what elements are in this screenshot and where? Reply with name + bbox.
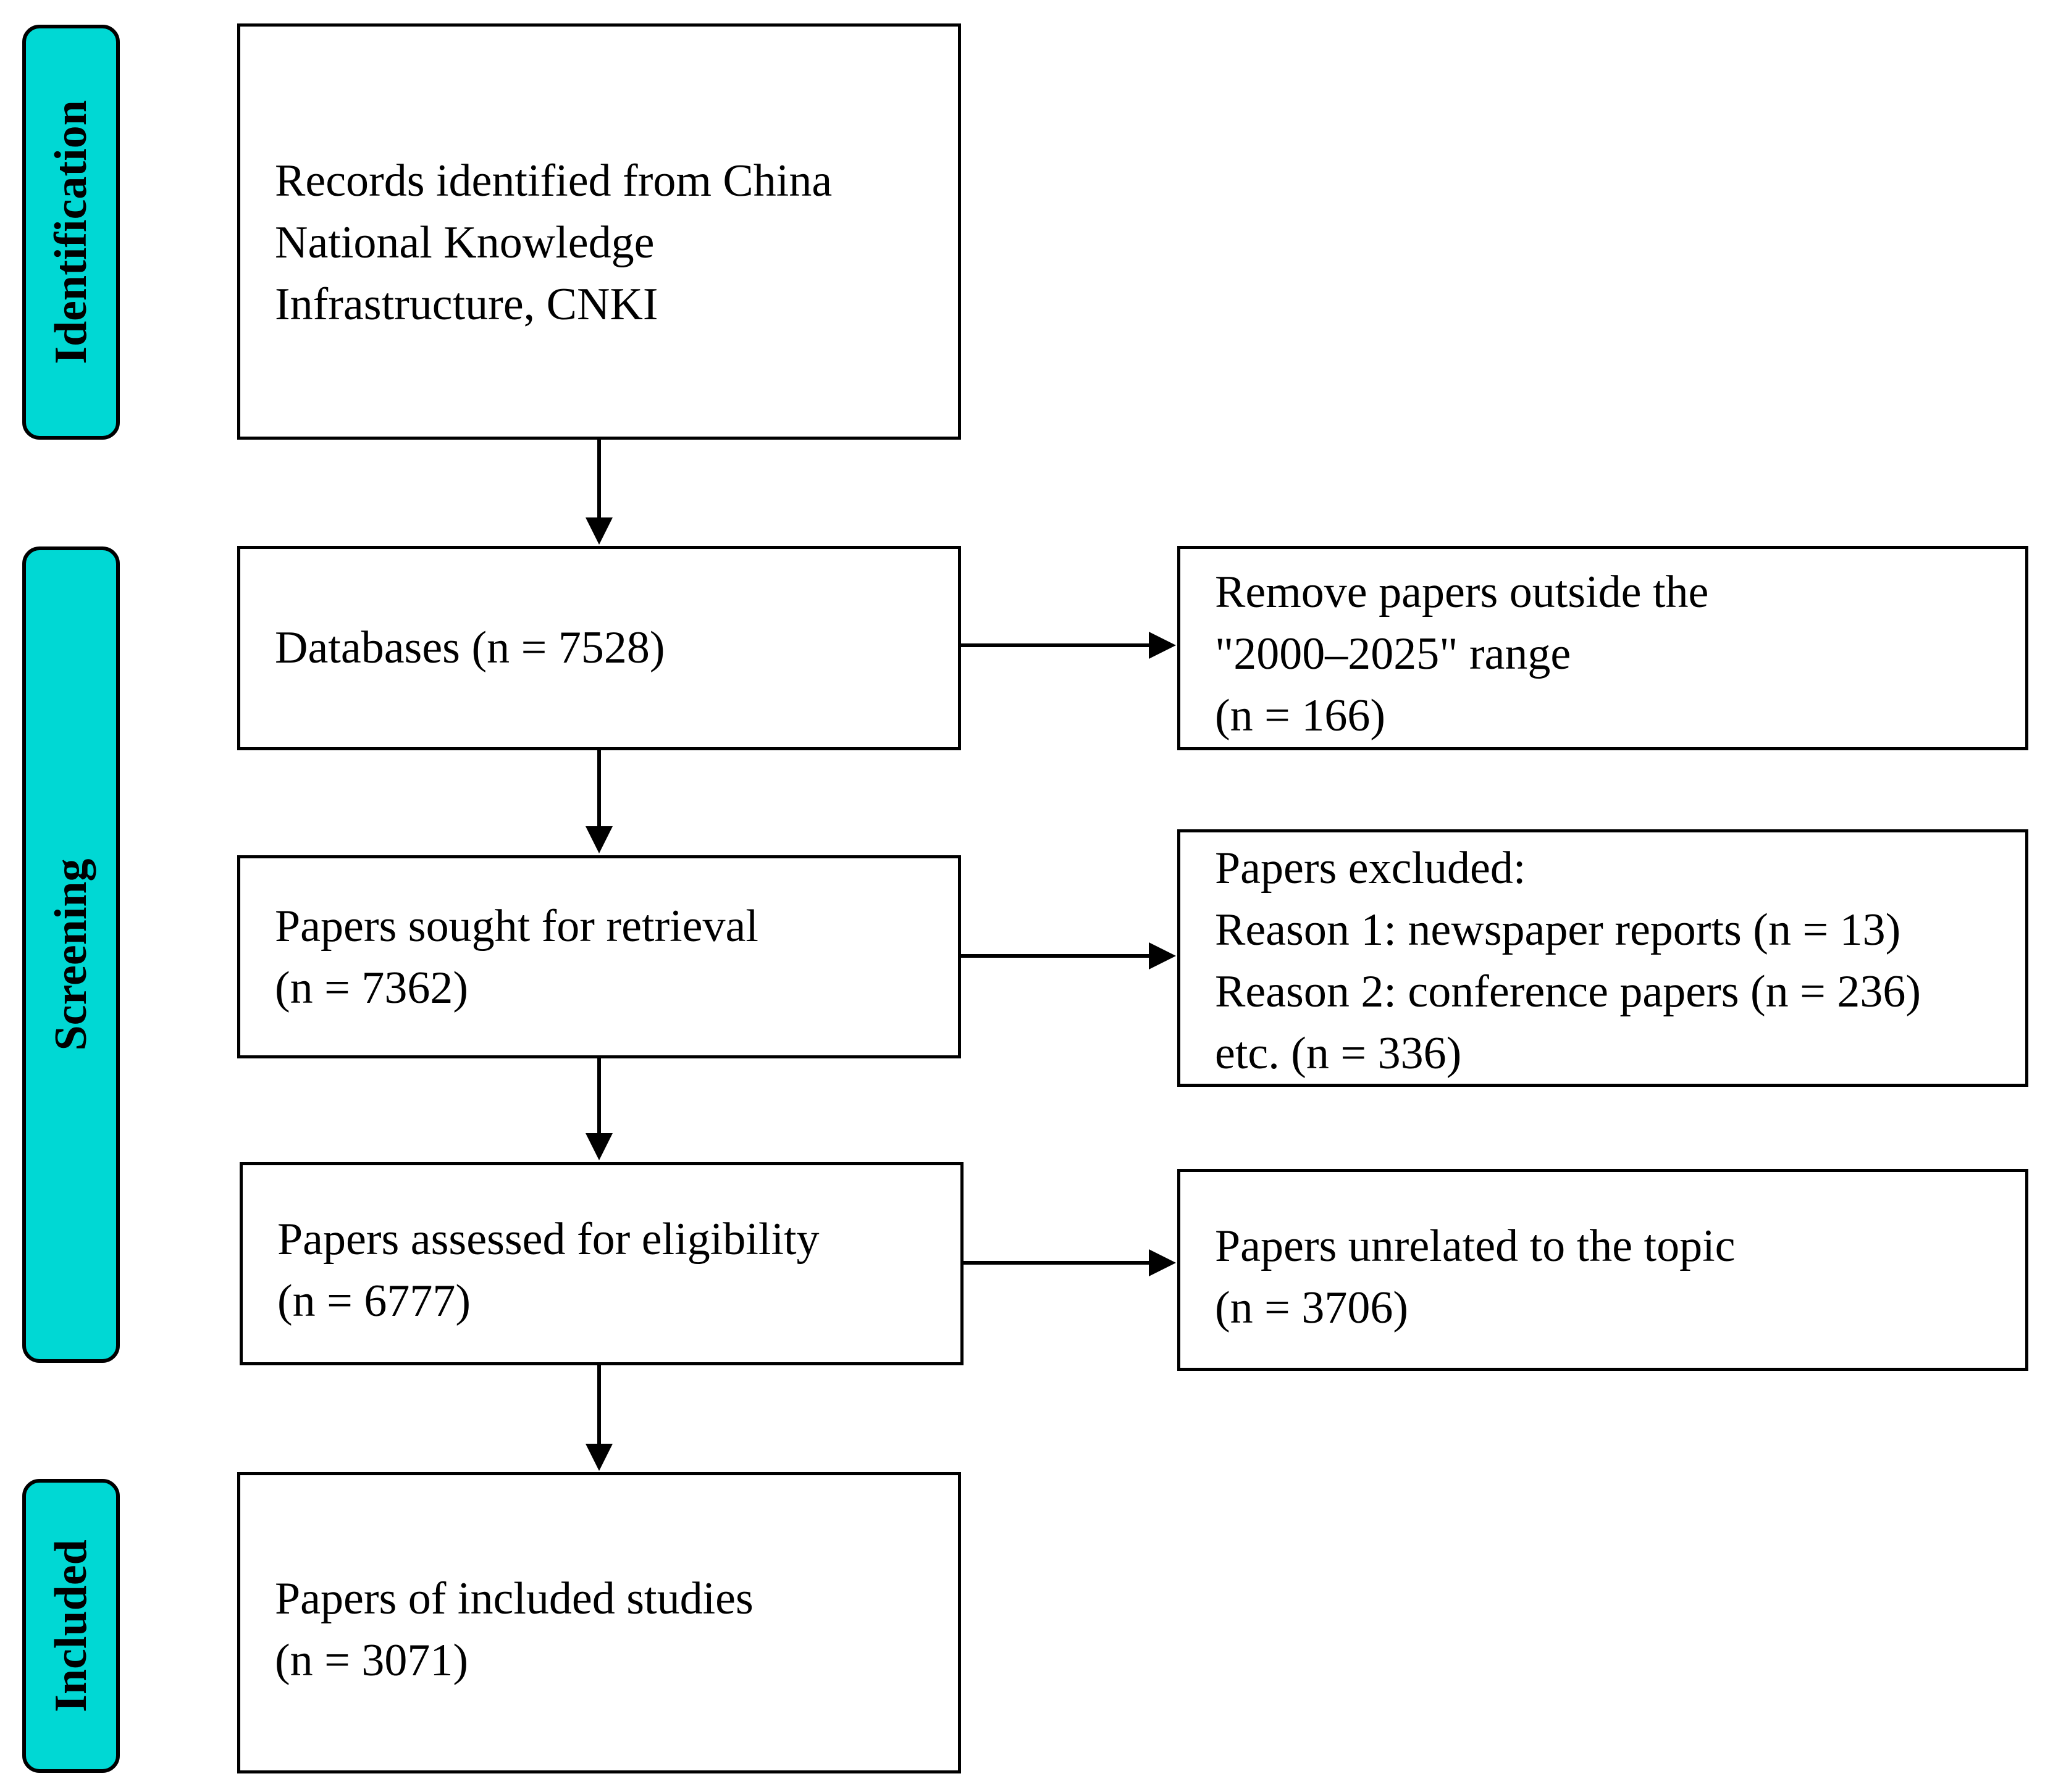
databases-box: Databases (n = 7528) (237, 546, 961, 750)
included-studies-text: Papers of included studies (n = 3071) (275, 1573, 754, 1686)
arrow-identification-to-databases (586, 440, 613, 545)
phase-identification: Identification (22, 25, 120, 440)
records-identified-text: Records identified from China National K… (275, 156, 833, 330)
records-identified-box: Records identified from China National K… (237, 23, 961, 440)
arrow-databases-to-sought (586, 750, 613, 853)
phase-screening: Screening (22, 546, 120, 1363)
assessed-for-eligibility-text: Papers assessed for eligibility (n = 677… (277, 1214, 820, 1326)
unrelated-topic-box: Papers unrelated to the topic (n = 3706) (1177, 1169, 2028, 1371)
excluded-text: Papers excluded: Reason 1: newspaper rep… (1215, 843, 1921, 1079)
assessed-for-eligibility-box: Papers assessed for eligibility (n = 677… (240, 1162, 964, 1365)
arrow-assessed-to-included (586, 1365, 613, 1471)
excluded-box: Papers excluded: Reason 1: newspaper rep… (1177, 829, 2028, 1087)
sought-for-retrieval-box: Papers sought for retrieval (n = 7362) (237, 855, 961, 1058)
removed-outside-range-box: Remove papers outside the "2000–2025" ra… (1177, 546, 2028, 750)
unrelated-topic-text: Papers unrelated to the topic (n = 3706) (1215, 1221, 1736, 1333)
arrow-sought-to-assessed (586, 1058, 613, 1160)
phase-included: Included (22, 1479, 120, 1773)
databases-text: Databases (n = 7528) (275, 622, 665, 673)
sought-for-retrieval-text: Papers sought for retrieval (n = 7362) (275, 901, 758, 1013)
arrow-databases-to-removed (961, 632, 1176, 659)
included-studies-box: Papers of included studies (n = 3071) (237, 1472, 961, 1773)
removed-outside-range-text: Remove papers outside the "2000–2025" ra… (1215, 567, 1709, 741)
arrow-assessed-to-unrelated (964, 1249, 1176, 1276)
arrow-sought-to-excluded (961, 942, 1176, 969)
